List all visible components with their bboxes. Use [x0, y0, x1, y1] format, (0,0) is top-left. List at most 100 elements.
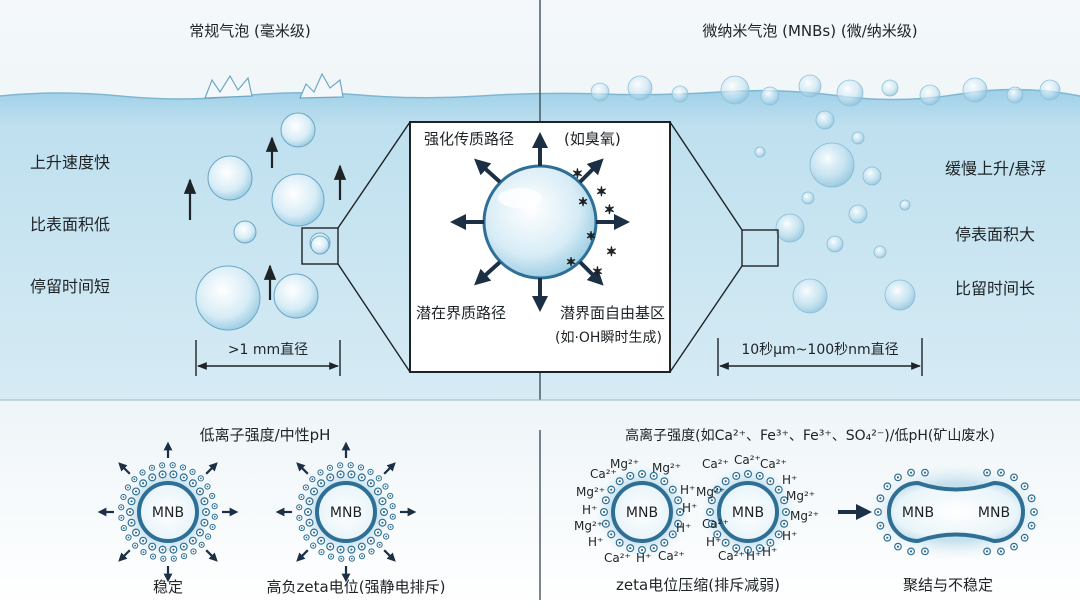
surface-charge-center [134, 531, 138, 534]
ion-labels: Mg²⁺ Mg²⁺ Ca²⁺ Mg²⁺ H⁺ Mg²⁺ H⁺ Ca²⁺ H⁺ C… [574, 453, 819, 565]
surface-charge-center [182, 545, 185, 548]
ion-label: Ca²⁺ [658, 549, 685, 563]
surface-charge-center [134, 490, 138, 493]
outer-charge-center [192, 550, 195, 553]
right-title: 微纳米气泡 (MNBs) (微/纳米级) [702, 22, 917, 40]
surface-charge-center [350, 548, 353, 551]
surface-charge-center [923, 471, 927, 474]
left-size-label: >1 mm直径 [228, 341, 308, 358]
surface-charge-center [671, 488, 674, 491]
ion-label: H⁺ [782, 529, 797, 543]
ion-label: H⁺ [588, 535, 603, 549]
outer-charge-center [298, 516, 301, 519]
radical-star-icon: ✶ [604, 203, 615, 218]
surface-charge-center [784, 510, 788, 514]
outer-charge-center [120, 506, 123, 509]
surface-charge-center [985, 471, 989, 474]
surface-charge-center [909, 550, 913, 553]
surface-charge-center [896, 545, 900, 548]
surface-charge-center [604, 499, 607, 502]
surface-charge-center [677, 522, 680, 525]
ion-label: H⁺ [682, 501, 697, 515]
surface-charge-center [985, 550, 989, 553]
outer-charge-center [183, 555, 185, 558]
surface-charge-center [381, 521, 384, 524]
top-panel: 常规气泡 (毫米级) 微纳米气泡 (MNBs) (微/纳米级) 上升速度快 比表… [0, 0, 1080, 401]
surface-charge-center [876, 510, 880, 514]
outer-charge-center [369, 471, 372, 473]
enhanced-transfer-label: 强化传质路径 [424, 130, 514, 148]
radical-star-icon: ✶ [586, 229, 596, 243]
ion-label: Mg²⁺ [576, 485, 605, 499]
ion-label: Ca²⁺ [734, 453, 761, 467]
surface-charge-center [604, 522, 607, 525]
outer-charge-center [391, 505, 394, 508]
surface-charge-center [610, 488, 613, 491]
surface-charge-center [663, 541, 666, 544]
surface-charge-center [879, 497, 882, 500]
outer-charge-center [120, 516, 123, 519]
outer-charge-center [213, 505, 216, 508]
surface-charge-center [1012, 545, 1016, 548]
surface-charge-center [376, 531, 380, 534]
ion-label: H⁺ [746, 549, 761, 563]
ion-label: Ca²⁺ [590, 467, 617, 481]
surface-charge-center [708, 510, 712, 514]
outer-charge-center [127, 486, 129, 489]
radical-star-icon: ✶ [596, 185, 607, 200]
surface-charge-center [360, 545, 363, 548]
macro-bubble [195, 265, 261, 331]
aggregation-label: 聚结与不稳定 [903, 576, 993, 594]
outer-charge-center [311, 478, 314, 481]
outer-charge-center [206, 485, 209, 488]
ion-label: H⁺ [762, 545, 777, 559]
ion-label: H⁺ [782, 473, 797, 487]
outer-charge-center [361, 555, 363, 558]
surface-charge-center [999, 550, 1003, 553]
surface-charge-center [203, 500, 206, 503]
surface-charge-center [783, 522, 786, 525]
water-surface-line [0, 88, 1080, 101]
zeta-potential-label: 高负zeta电位(强静电排斥) [267, 578, 446, 596]
outer-charge-center [319, 471, 322, 474]
surface-charge-center [663, 480, 666, 483]
outer-charge-center [339, 464, 342, 467]
ion-label: Mg²⁺ [652, 461, 681, 475]
outer-charge-center [152, 555, 154, 558]
magnified-bubble [482, 164, 598, 280]
outer-charge-center [207, 535, 209, 538]
left-property-surface-area: 比表面积低 [30, 215, 110, 234]
surface-charge-center [198, 531, 202, 534]
micro-bubbles [754, 110, 916, 314]
outer-charge-center [389, 526, 392, 528]
ion-label: Ca²⁺ [604, 551, 631, 565]
mnb-label: MNB [330, 505, 362, 521]
surface-charge-center [758, 474, 761, 477]
outer-charge-center [340, 557, 343, 560]
surface-charge-center [1012, 476, 1016, 479]
surface-charge-center [198, 490, 202, 493]
outer-charge-center [384, 485, 387, 488]
outer-charge-center [122, 496, 125, 498]
outer-charge-center [377, 477, 380, 480]
outer-charge-center [329, 466, 331, 469]
repulsion-arrow [383, 549, 396, 562]
radical-stars: ✶ ✶ ✶ ✶ ✶ ✶ ✶ ✶ [566, 167, 618, 281]
macro-bubbles [195, 112, 331, 331]
right-property-surface-area: 停表面积大 [955, 225, 1035, 244]
surface-charge-center [320, 482, 323, 485]
surface-charge-center [716, 488, 719, 491]
outer-charge-center [298, 506, 301, 509]
surface-charge-center [161, 548, 164, 551]
surface-charge-center [369, 539, 372, 542]
surface-charge-center [306, 510, 310, 514]
surface-charge-center [886, 536, 889, 539]
outer-charge-center [171, 464, 174, 467]
surface-charge-center [339, 548, 342, 551]
mnb-label: MNB [626, 505, 658, 521]
bubble-highlight [498, 188, 542, 208]
outer-charge-center [350, 557, 353, 560]
outer-charge-center [199, 477, 202, 480]
macro-bubble [207, 155, 253, 201]
